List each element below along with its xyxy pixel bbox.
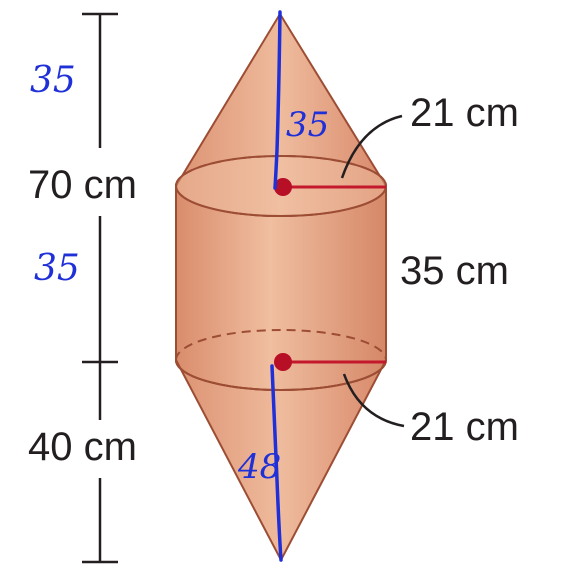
bottom-face-front-edge <box>175 359 387 391</box>
cylinder-height-label: 35 cm <box>400 249 509 293</box>
handwritten-lower-half: 35 <box>34 248 80 289</box>
bottom-cone-height-label: 40 cm <box>28 425 137 469</box>
top-radius-leader <box>340 114 403 179</box>
top-radius-label: 21 cm <box>410 91 519 135</box>
top-center-dot <box>274 178 292 196</box>
bottom-radius-leader <box>342 373 405 428</box>
handwritten-upper-half: 35 <box>30 60 76 101</box>
bottom-cone-height-ink <box>270 364 283 562</box>
bottom-radius-label: 21 cm <box>410 405 519 449</box>
handwritten-bottom-slant: 48 <box>237 447 281 487</box>
top-cone-height-ink <box>273 10 282 190</box>
bottom-center-dot <box>274 353 292 371</box>
bottom-face-hidden-edge <box>175 329 387 361</box>
top-face-hidden-edge <box>175 155 387 187</box>
height-dimension-line <box>82 12 118 564</box>
total-height-label: 70 cm <box>28 163 137 207</box>
handwritten-top-slant: 35 <box>286 105 329 145</box>
